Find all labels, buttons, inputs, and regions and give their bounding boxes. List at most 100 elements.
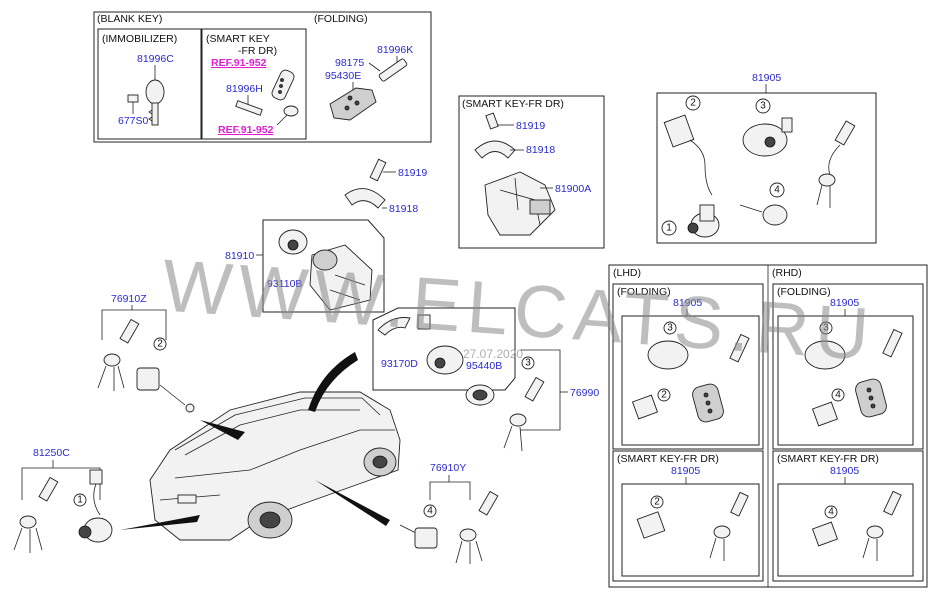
part-81900A[interactable]: 81900A (555, 183, 591, 195)
part-81996H[interactable]: 81996H (226, 83, 263, 95)
part-81250C[interactable]: 81250C (33, 447, 70, 459)
part-93110B[interactable]: 93110B (267, 278, 302, 290)
folding-key-fob-illustration (855, 328, 903, 418)
rhd-folding-inner-frame (777, 315, 914, 446)
connector-illustration (417, 314, 431, 330)
part-81918-mid[interactable]: 81918 (526, 144, 555, 156)
bolt-illustration (369, 158, 387, 182)
part-76910Z[interactable]: 76910Z (111, 293, 147, 305)
clamp-illustration (344, 188, 386, 209)
smart-key-fr-dr-frame (458, 95, 605, 249)
part-81905-lhd-skfr[interactable]: 81905 (671, 465, 700, 477)
callout-3-label: 3 (760, 101, 766, 112)
lhd-folding-inner-frame (621, 315, 760, 446)
lock-set-81905-frame (656, 92, 877, 244)
smart-key-header-line1: (SMART KEY (206, 33, 270, 45)
key-set-illustration (97, 318, 140, 391)
lhd-skfr-frame (612, 450, 764, 582)
callout-2 (650, 495, 664, 509)
callout-3 (819, 321, 833, 335)
smart-key-frame (201, 28, 307, 140)
part-76990[interactable]: 76990 (570, 387, 599, 399)
smart-key-fr-dr-header: (SMART KEY-FR DR) (462, 98, 564, 110)
key-set-illustration (816, 120, 856, 208)
part-95430E[interactable]: 95430E (325, 70, 361, 82)
trunk-cylinder-illustration (78, 469, 113, 543)
part-81996C[interactable]: 81996C (137, 53, 174, 65)
callout-4 (831, 388, 845, 402)
part-81918[interactable]: 81918 (389, 203, 418, 215)
ignition-cylinder-illustration (742, 117, 793, 157)
part-81905-top[interactable]: 81905 (752, 72, 781, 84)
tail-gate-group: 93170D 95440B (372, 307, 516, 406)
key-set-illustration (862, 490, 902, 561)
lhd-skfr-header: (SMART KEY-FR DR) (617, 453, 719, 465)
key-set-76910Y-group: 76910Y 4 (399, 462, 499, 564)
rhd-skfr-inner-frame (777, 483, 914, 577)
bracket-76910Y (429, 481, 471, 500)
blank-key-frame (93, 11, 432, 143)
part-95440B[interactable]: 95440B (466, 360, 502, 372)
immobilizer-header: (IMMOBILIZER) (102, 33, 177, 45)
callout-3-label: 3 (823, 323, 829, 334)
door-cylinder-illustration (811, 521, 839, 547)
callout-2 (657, 388, 671, 402)
callout-4-label: 4 (835, 390, 841, 401)
part-81905-rhd-skfr[interactable]: 81905 (830, 465, 859, 477)
key-set-76990-group: 76990 3 (503, 349, 599, 452)
part-677S0[interactable]: 677S0 (118, 115, 149, 127)
part-81905-lhd-folding[interactable]: 81905 (673, 297, 702, 309)
key-set-illustration (13, 476, 59, 553)
callout-4-label: 4 (427, 506, 433, 517)
part-93170D[interactable]: 93170D (381, 358, 418, 370)
part-81919[interactable]: 81919 (398, 167, 427, 179)
callout-1-label: 1 (77, 495, 83, 506)
callout-4 (423, 504, 437, 518)
callout-4 (824, 505, 838, 519)
lhd-rhd-group: (LHD) (RHD) (FOLDING) 81905 3 2 (SMART K… (608, 264, 928, 588)
part-76910Y[interactable]: 76910Y (430, 462, 466, 474)
door-cylinder-illustration (631, 394, 659, 420)
key-set-76910Z-group: 76910Z 2 (97, 293, 195, 413)
pointer-arrow (308, 352, 358, 412)
ref-91-952-upper[interactable]: REF.91-952 (211, 57, 267, 69)
callout-2 (153, 337, 167, 351)
part-81905-rhd-folding[interactable]: 81905 (830, 297, 859, 309)
blank-key-group: (BLANK KEY) (IMMOBILIZER) (SMART KEY -FR… (93, 11, 432, 143)
callout-1 (661, 220, 677, 236)
part-98175[interactable]: 98175 (335, 57, 364, 69)
cover-illustration (377, 317, 411, 336)
bracket-81250C (21, 467, 101, 500)
switch-illustration (426, 345, 464, 375)
rhd-skfr-frame (772, 450, 924, 582)
folding-key-fob-illustration (692, 333, 750, 423)
callout-1 (73, 493, 87, 507)
callout-3-label: 3 (525, 358, 531, 369)
part-81910[interactable]: 81910 (225, 250, 254, 262)
folding-key-fob-illustration (329, 87, 377, 121)
door-cylinder-rh-illustration (739, 204, 788, 226)
watermark-small: 27.07.2020 (463, 347, 523, 361)
pointer-arrow (315, 480, 390, 526)
battery-illustration (283, 105, 299, 117)
callout-1-label: 1 (666, 223, 672, 234)
door-cylinder-illustration (136, 367, 195, 413)
door-cylinder-illustration (399, 524, 438, 549)
part-81996K[interactable]: 81996K (377, 44, 413, 56)
door-cylinder-illustration (636, 511, 666, 539)
callout-3 (755, 98, 771, 114)
callout-2-label: 2 (661, 390, 667, 401)
rhd-skfr-header: (SMART KEY-FR DR) (777, 453, 879, 465)
rhd-header: (RHD) (772, 267, 802, 279)
door-cylinder-illustration (811, 401, 839, 427)
key-set-illustration (503, 376, 545, 452)
lhd-folding-header: (FOLDING) (617, 286, 671, 298)
ref-91-952-lower[interactable]: REF.91-952 (218, 124, 274, 136)
part-81919-mid[interactable]: 81919 (516, 120, 545, 132)
callout-4 (769, 182, 785, 198)
trunk-cylinder-illustration (687, 204, 720, 238)
lhd-header: (LHD) (613, 267, 641, 279)
key-set-81250C-group: 81250C 1 (13, 447, 113, 553)
transponder-chip-illustration (127, 94, 139, 103)
